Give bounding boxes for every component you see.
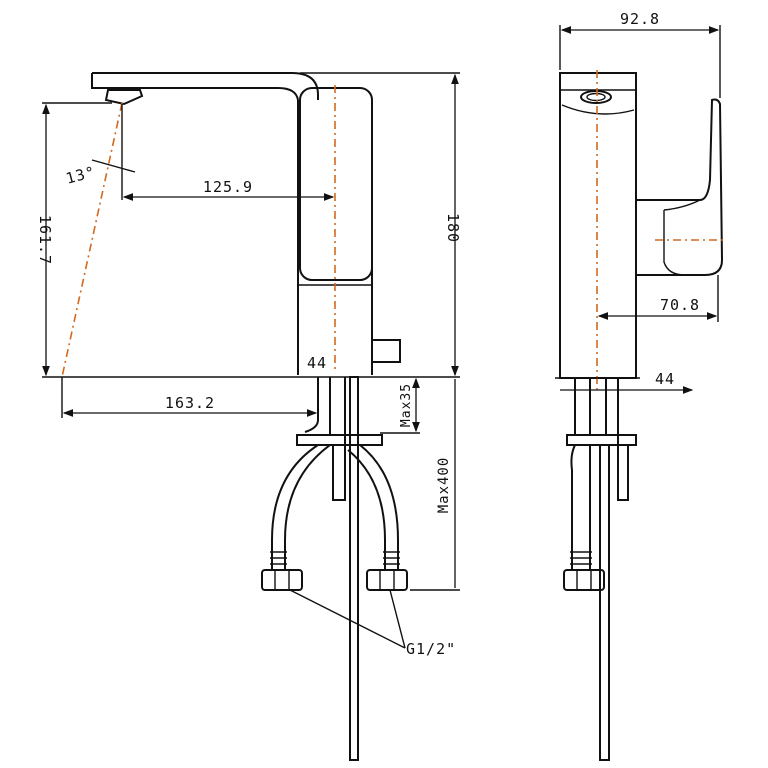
dim-max-hose-length: Max400 — [436, 457, 452, 514]
front-view: 161.7 180 125.9 13° 163.2 44 Max35 Max40… — [36, 72, 462, 761]
side-view: 92.8 70.8 44 — [555, 10, 724, 761]
drain-rod — [349, 376, 359, 761]
side-drain-rod — [599, 444, 610, 761]
dim-total-depth: 92.8 — [620, 10, 660, 28]
centerline-spout — [61, 102, 123, 378]
dim-spout-height: 161.7 — [36, 215, 54, 265]
side-mounting-plate — [566, 434, 637, 446]
side-hose-nut — [563, 569, 605, 591]
side-handle — [636, 98, 724, 276]
dim-max-deck-thickness: Max35 — [399, 383, 414, 427]
side-aerator — [580, 90, 612, 104]
spout — [91, 72, 319, 101]
lever-knob — [371, 339, 401, 363]
hose-left — [271, 444, 331, 570]
dim-body-width: 44 — [307, 354, 327, 372]
mounting-plate — [296, 434, 383, 446]
hose-nut-right — [366, 569, 408, 591]
dim-side-body-width: 44 — [655, 370, 675, 388]
dim-total-height: 180 — [444, 213, 462, 243]
dim-handle-offset: 70.8 — [660, 296, 700, 314]
side-body — [559, 72, 637, 379]
dim-connection-thread: G1/2" — [406, 640, 456, 658]
hose-nut-left — [261, 569, 303, 591]
dim-spout-angle: 13° — [64, 163, 98, 188]
handle-lever — [299, 87, 373, 281]
aerator — [104, 89, 144, 106]
dim-spout-reach: 125.9 — [203, 178, 253, 196]
dim-total-reach: 163.2 — [165, 394, 215, 412]
side-hose — [570, 444, 591, 570]
hose-right — [347, 444, 399, 570]
